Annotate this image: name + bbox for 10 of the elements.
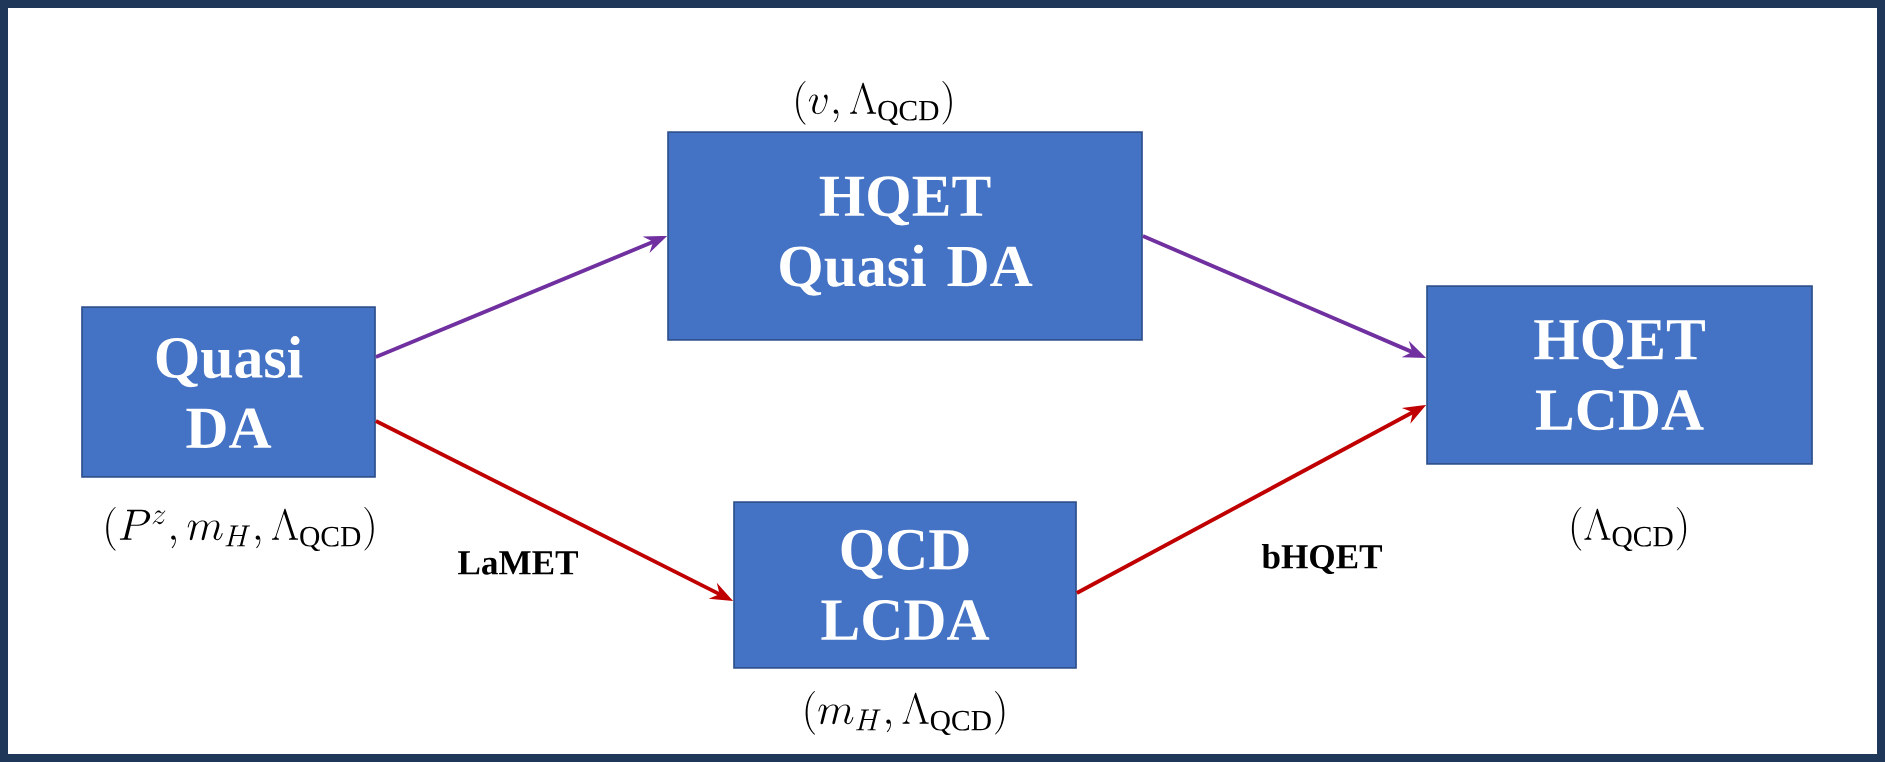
edge-label: LaMET — [453, 547, 583, 579]
process-box: Quasi DA — [81, 306, 376, 478]
parameter-label: $\left(\Lambda_{\mathrm{QCD}}\right)$ — [1571, 506, 1687, 552]
edge-label: bHQET — [1257, 540, 1387, 578]
parameter-label: $\left(v, \Lambda_{\mathrm{QCD}}\right)$ — [796, 80, 952, 126]
parameter-label: $\left(P^{z}, m_{H}, \Lambda_{\mathrm{QCD}}\right)$ — [106, 506, 374, 552]
process-box: HQET LCDA — [1426, 285, 1813, 465]
parameter-label: $\left(m_{H}, \Lambda_{\mathrm{QCD}}\right)$ — [805, 691, 1005, 736]
process-box: HQET Quasi DA — [667, 131, 1143, 341]
process-box: QCD LCDA — [733, 501, 1077, 669]
